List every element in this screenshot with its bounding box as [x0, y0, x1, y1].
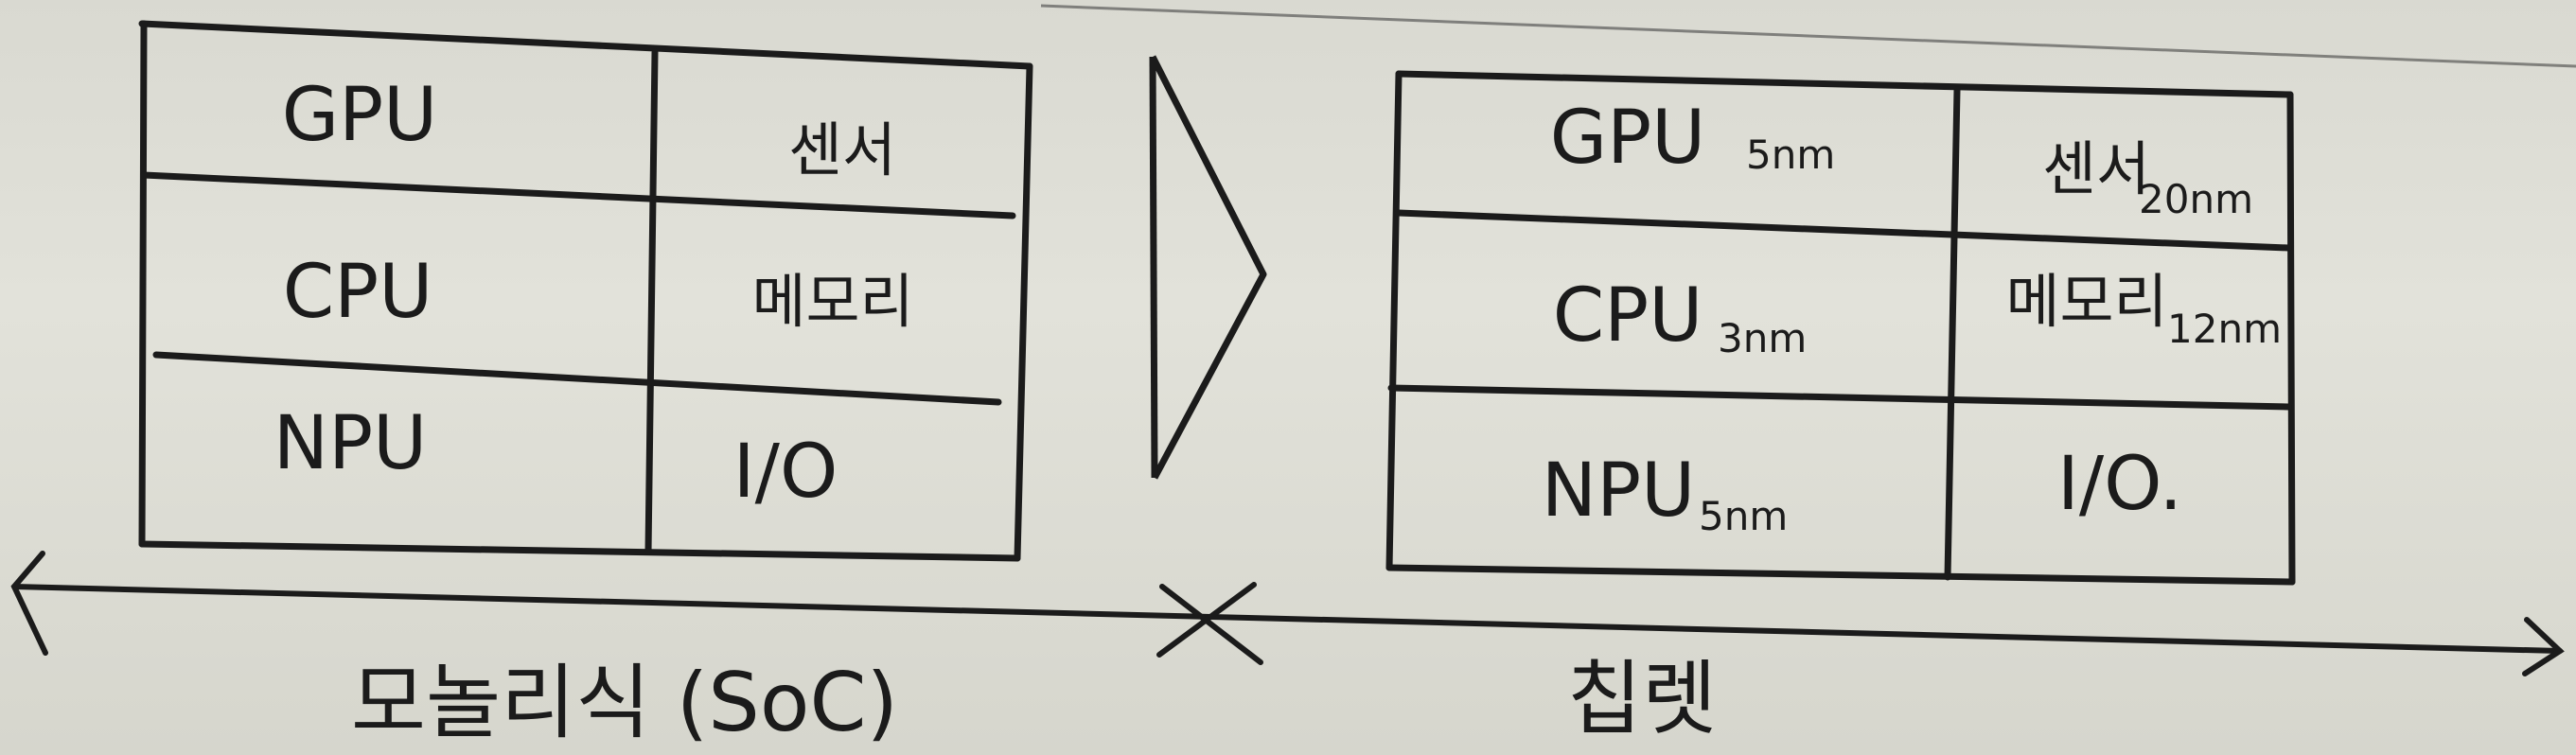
right-memory-node: 12nm [2167, 306, 2282, 352]
left-table-top-border [138, 20, 1033, 70]
left-table [138, 20, 1033, 562]
right-gpu-label: GPU [1550, 96, 1706, 181]
transition-arrow [1149, 55, 1267, 480]
left-sensor-label: 센서 [788, 115, 896, 184]
arrow-chevron [1149, 55, 1267, 480]
monolithic-caption: 모놀리식 (SoC) [351, 656, 898, 750]
right-gpu-node: 5nm [1746, 132, 1835, 178]
left-table-left-border [138, 20, 148, 548]
left-table-bottom-border [138, 540, 1021, 562]
left-table-row-divider-2 [152, 351, 1002, 406]
right-io-label: I/O. [2057, 442, 2182, 527]
spectrum-axis [10, 551, 2565, 676]
left-io-label: I/O [733, 430, 838, 515]
left-gpu-label: GPU [282, 73, 438, 158]
right-sensor-node: 20nm [2139, 176, 2253, 222]
right-npu-node: 5nm [1699, 493, 1788, 539]
right-sensor-label: 센서 [2042, 134, 2150, 203]
right-arrowhead-icon [2522, 617, 2565, 676]
spectrum-line [11, 584, 2563, 654]
right-table-column-divider [1944, 86, 1961, 581]
left-table-column-divider [644, 48, 659, 555]
chiplet-caption: 칩렛 [1567, 652, 1717, 746]
arrow-back-edge [1149, 56, 1158, 479]
center-x-mark-icon [1156, 582, 1263, 665]
right-memory-label: 메모리 [2005, 267, 2167, 336]
right-table-top-border [1395, 70, 2294, 98]
right-table-left-border [1385, 70, 1403, 571]
paper-edge-line [1040, 4, 2576, 68]
right-cpu-node: 3nm [1718, 315, 1807, 361]
right-table-row-divider-1 [1395, 209, 2292, 252]
right-table-right-border [2286, 91, 2296, 586]
left-npu-label: NPU [273, 401, 427, 486]
left-table-row-divider-1 [140, 171, 1016, 219]
left-memory-label: 메모리 [751, 267, 913, 336]
right-table-bottom-border [1385, 564, 2296, 586]
left-arrowhead-icon [10, 551, 48, 656]
right-table-row-divider-2 [1387, 384, 2292, 411]
left-cpu-label: CPU [283, 250, 433, 335]
right-npu-label: NPU [1542, 448, 1695, 534]
right-cpu-label: CPU [1553, 273, 1703, 359]
left-table-right-border [1014, 62, 1033, 562]
right-table [1385, 70, 2296, 586]
